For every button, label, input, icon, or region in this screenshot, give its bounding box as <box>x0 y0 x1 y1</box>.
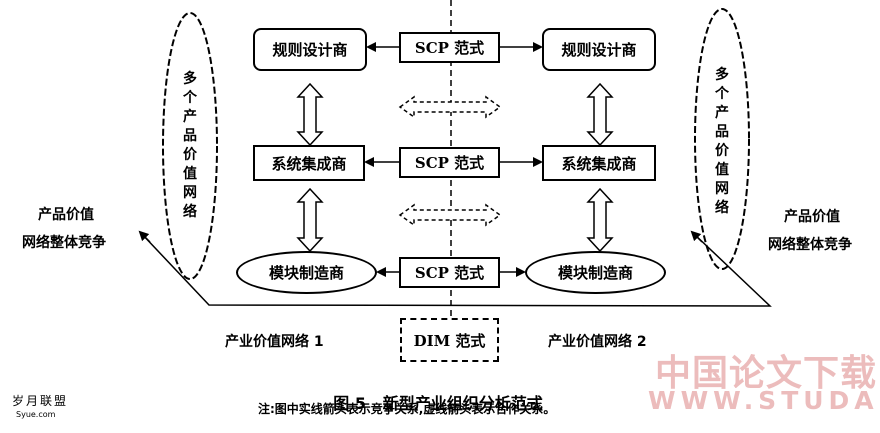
left-competition-label-line1: 产品价值 <box>38 207 94 223</box>
competition-arrow-left <box>138 230 151 243</box>
cooperation-arrow-lower <box>398 203 502 227</box>
left-hollow-arrow-lower <box>296 187 324 253</box>
competition-arrow-right <box>690 230 703 243</box>
left-module-manufacturer-ellipse: 模块制造商 <box>236 251 377 294</box>
right-competition-label-line2: 网络整体竞争 <box>768 237 852 253</box>
figure-note: 注:图中实线箭头表示竞争关系,虚线箭头表示合作关系。 <box>258 402 556 416</box>
left-rule-designer-box: 规则设计商 <box>253 28 367 71</box>
watermark-url: WWW.STUDA. <box>648 386 880 415</box>
site-logo-url: Syue.com <box>16 410 56 419</box>
figure-number: 图 5 <box>333 394 366 413</box>
right-competition-label-line1: 产品价值 <box>784 209 840 225</box>
scp-box-row2: SCP 范式 <box>399 147 500 178</box>
scp-box-row1: SCP 范式 <box>399 32 500 63</box>
cooperation-arrow-upper <box>398 95 502 119</box>
left-competition-label-line2: 网络整体竞争 <box>22 235 106 251</box>
left-hollow-arrow-upper <box>296 82 324 147</box>
right-ellipse-text: 多个产品价值网络 <box>715 67 729 216</box>
right-hollow-arrow-lower <box>586 187 614 253</box>
right-hollow-arrow-upper <box>586 82 614 147</box>
left-system-integrator-box: 系统集成商 <box>253 145 365 181</box>
figure-caption: 图 5 新型产业组织分析范式 <box>311 371 543 433</box>
figure-title: 新型产业组织分析范式 <box>382 394 543 413</box>
right-network-label: 产业价值网络 2 <box>548 334 647 350</box>
dim-box: DIM 范式 <box>400 318 499 362</box>
left-product-network-ellipse <box>162 12 218 280</box>
scp-box-row3: SCP 范式 <box>399 257 500 288</box>
watermark-cn: 中国论文下载 <box>655 353 878 394</box>
right-system-integrator-box: 系统集成商 <box>542 145 656 181</box>
right-product-network-ellipse <box>694 8 750 270</box>
right-rule-designer-box: 规则设计商 <box>542 28 656 71</box>
left-ellipse-text: 多个产品价值网络 <box>183 71 197 220</box>
right-module-manufacturer-ellipse: 模块制造商 <box>525 251 666 294</box>
site-logo-text: 岁月联盟 <box>12 394 69 408</box>
base-plane-line <box>139 231 772 307</box>
left-network-label: 产业价值网络 1 <box>225 334 324 350</box>
